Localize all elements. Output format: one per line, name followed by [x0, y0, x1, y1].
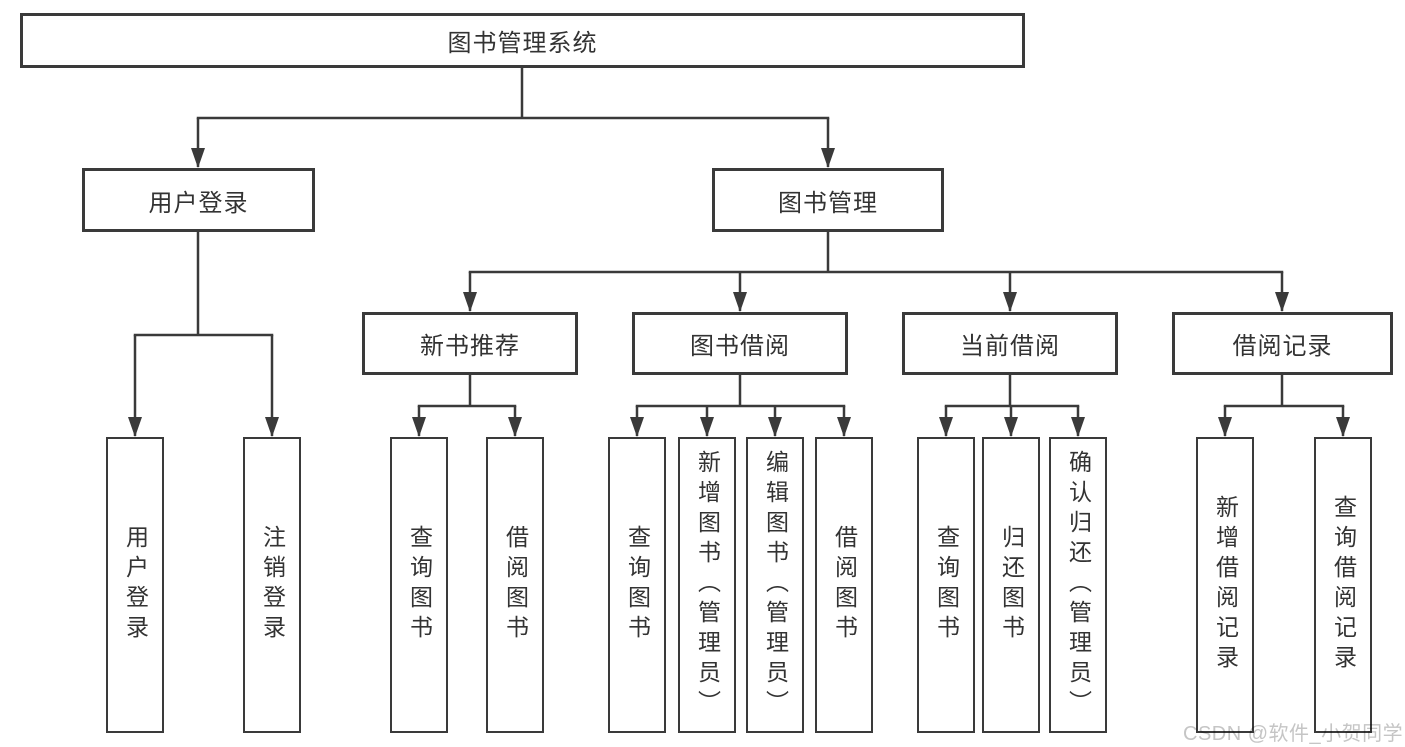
node-borrowing-records: 借阅记录	[1172, 312, 1393, 375]
leaf-label: 查询借阅记录	[1330, 495, 1357, 675]
leaf-query-book-2: 查询图书	[608, 437, 666, 733]
leaf-borrow-book-2: 借阅图书	[815, 437, 873, 733]
connector-root-to-level2	[196, 66, 830, 120]
leaf-confirm-return-admin: 确认归还（管理员）	[1049, 437, 1107, 733]
leaf-label: 新增图书（管理员）	[694, 450, 721, 720]
leaf-label: 确认归还（管理员）	[1065, 450, 1092, 720]
node-label: 当前借阅	[960, 333, 1060, 360]
leaf-query-book-1: 查询图书	[390, 437, 448, 733]
connector-book-borrow-children	[635, 373, 846, 408]
node-book-management: 图书管理	[712, 168, 944, 232]
leaf-logout: 注销登录	[243, 437, 301, 733]
connector-current-borrow-children	[944, 373, 1080, 408]
node-label: 图书管理系统	[447, 30, 598, 57]
leaf-label: 用户登录	[122, 525, 149, 645]
node-label: 新书推荐	[420, 333, 520, 360]
leaf-add-book-admin: 新增图书（管理员）	[678, 437, 736, 733]
leaf-label: 借阅图书	[502, 525, 529, 645]
leaf-label: 查询图书	[406, 525, 433, 645]
leaf-add-borrow-record: 新增借阅记录	[1196, 437, 1254, 733]
leaf-label: 查询图书	[624, 525, 651, 645]
connector-borrow-records-children	[1223, 372, 1345, 408]
leaf-query-book-3: 查询图书	[917, 437, 975, 733]
leaf-label: 归还图书	[998, 525, 1025, 645]
leaf-edit-book-admin: 编辑图书（管理员）	[746, 437, 804, 733]
leaf-borrow-book-1: 借阅图书	[486, 437, 544, 733]
leaf-label: 编辑图书（管理员）	[762, 450, 789, 720]
leaf-label: 注销登录	[259, 525, 286, 645]
csdn-watermark: CSDN @软件_小贺同学	[1183, 723, 1404, 745]
node-label: 用户登录	[148, 189, 249, 217]
leaf-query-borrow-record: 查询借阅记录	[1314, 437, 1372, 733]
node-label: 图书管理	[778, 189, 878, 217]
node-label: 图书借阅	[690, 333, 790, 360]
connector-user-login-children	[133, 230, 274, 337]
node-new-book-recommendation: 新书推荐	[362, 312, 578, 375]
leaf-label: 借阅图书	[831, 525, 858, 645]
node-user-login: 用户登录	[82, 168, 315, 232]
node-label: 借阅记录	[1232, 333, 1333, 360]
node-current-borrowing: 当前借阅	[902, 312, 1118, 375]
node-book-borrowing: 图书借阅	[632, 312, 848, 375]
leaf-label: 新增借阅记录	[1212, 495, 1239, 675]
leaf-label: 查询图书	[933, 525, 960, 645]
leaf-return-book: 归还图书	[982, 437, 1040, 733]
connector-new-book-rec-children	[417, 373, 517, 408]
connector-book-management-children	[468, 230, 1284, 274]
leaf-user-login: 用户登录	[106, 437, 164, 733]
node-root-library-system: 图书管理系统	[20, 13, 1025, 68]
